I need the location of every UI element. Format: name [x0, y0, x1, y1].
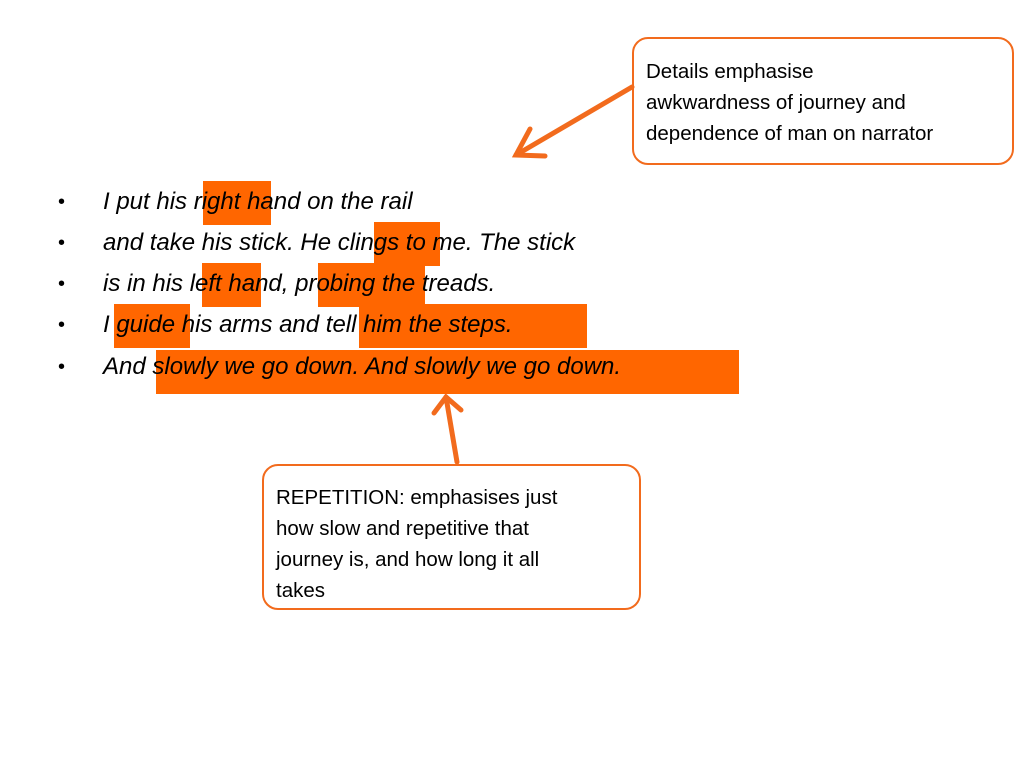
highlight-guide	[114, 304, 190, 348]
callout-text-line: how slow and repetitive that	[276, 517, 529, 540]
poem-line-text: is in his left hand, probing the treads.	[103, 270, 496, 297]
bullet-marker: •	[58, 232, 66, 254]
details-callout: Details emphasise awkwardness of journey…	[632, 37, 1014, 165]
repetition-callout: REPETITION: emphasises just how slow and…	[262, 464, 641, 610]
bullet-marker: •	[58, 273, 66, 295]
callout-text-line: awkwardness of journey and	[646, 91, 906, 114]
highlight-left-h	[202, 263, 261, 307]
highlight-clings	[374, 222, 440, 266]
highlight-probing	[318, 263, 425, 307]
highlight-tell-him-the-steps	[359, 304, 587, 348]
arrow-repetition-to-line	[431, 393, 464, 465]
highlight-slowly-we-go-down	[156, 350, 739, 394]
poem-line-text: I put his right hand on the rail	[103, 188, 413, 215]
arrow-details-to-poem	[511, 84, 635, 159]
callout-text-line: takes	[276, 579, 325, 602]
bullet-marker: •	[58, 356, 66, 378]
highlight-right	[203, 181, 271, 225]
bullet-marker: •	[58, 191, 66, 213]
callout-text-line: REPETITION: emphasises just	[276, 486, 558, 509]
poem-line-text: And slowly we go down. And slowly we go …	[103, 353, 622, 380]
poem-line-text: and take his stick. He clings to me. The…	[103, 229, 576, 256]
callout-text-line: Details emphasise	[646, 60, 814, 83]
callout-text-line: journey is, and how long it all	[276, 548, 540, 571]
callout-text-line: dependence of man on narrator	[646, 122, 934, 145]
poem-line-text: I guide his arms and tell him the steps.	[103, 311, 513, 338]
bullet-marker: •	[58, 314, 66, 336]
